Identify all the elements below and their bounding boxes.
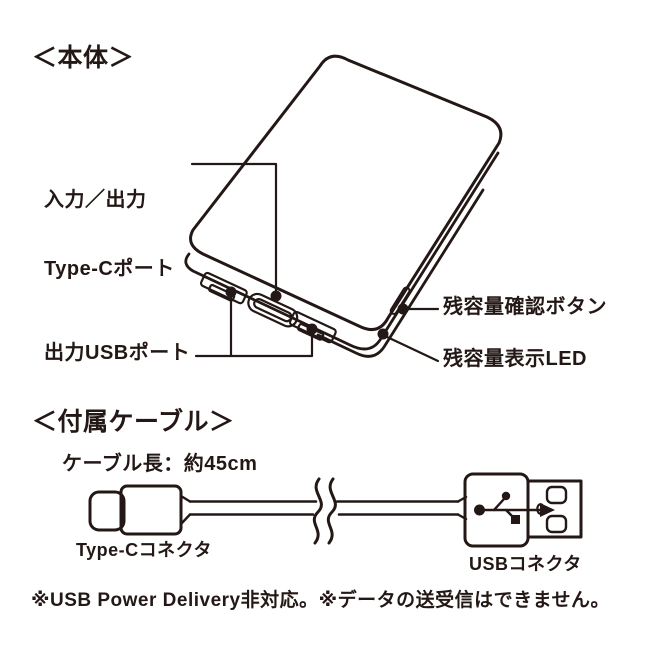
powerbank-side-edge	[184, 151, 500, 351]
typec-connector-neck	[179, 494, 192, 526]
typec-connector-body	[119, 484, 183, 536]
usb-port-left	[199, 271, 248, 305]
leader-typec-port	[190, 162, 282, 302]
usb-connector-contacts	[536, 485, 568, 534]
label-typec-port-line2: Type-Cポート	[44, 258, 175, 280]
powerbank-bottom-seam	[316, 188, 485, 358]
label-typec-port: 入力／出力 Type-Cポート	[44, 143, 175, 304]
cable-break-mark	[312, 477, 337, 545]
label-typec-port-line1: 入力／出力	[44, 189, 147, 211]
leader-usb-ports	[194, 286, 318, 358]
leader-capacity-led	[377, 328, 440, 363]
usb-trident-icon	[474, 491, 555, 524]
powerbank-top-face	[189, 54, 503, 331]
capacity-check-button	[389, 286, 411, 315]
cable-section-title: ＜付属ケーブル＞	[32, 408, 235, 436]
footnote: ※USB Power Delivery非対応。※データの送受信はできません。	[31, 590, 611, 611]
label-usb-ports: 出力USBポート	[44, 342, 191, 364]
leader-capacity-button	[397, 303, 440, 315]
leader-lines	[190, 162, 440, 363]
powerbank-illustration	[184, 54, 503, 358]
typec-connector-tip	[88, 490, 126, 532]
cable-length-note: ケーブル長：約45cm	[62, 453, 258, 475]
cable-line-right	[335, 500, 460, 516]
cable-line-left	[188, 500, 318, 516]
label-capacity-check-button: 残容量確認ボタン	[443, 296, 607, 318]
label-capacity-led: 残容量表示LED	[443, 348, 587, 370]
label-usb-connector: USBコネクタ	[469, 554, 582, 574]
label-typec-connector: Type-Cコネクタ	[76, 540, 212, 560]
cable-illustration	[88, 472, 583, 548]
usb-connector-metal	[526, 479, 583, 539]
body-section-title: ＜本体＞	[32, 44, 135, 72]
